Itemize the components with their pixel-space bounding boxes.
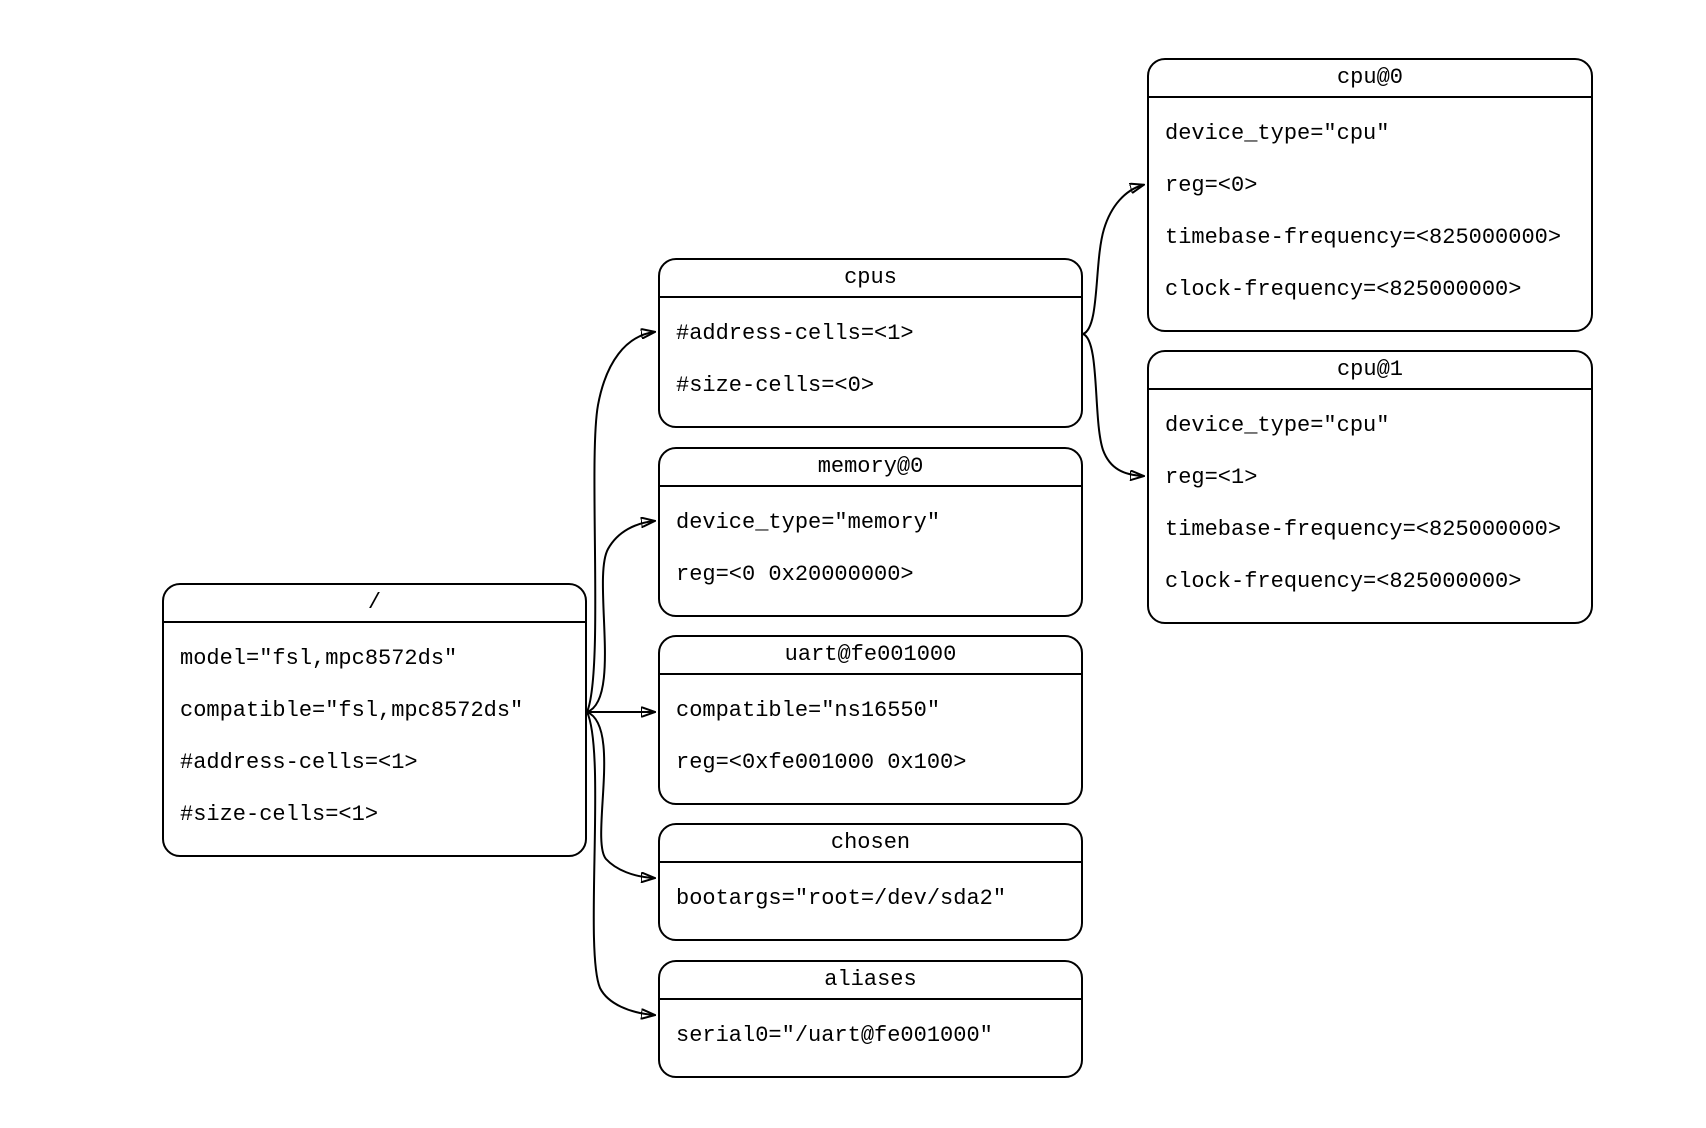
node-property: #size-cells=<0> bbox=[676, 373, 875, 398]
edge-root-to-memory bbox=[586, 521, 654, 713]
node-chosen-body: bootargs="root=/dev/sda2" bbox=[660, 863, 1081, 939]
node-cpu1: cpu@1 device_type="cpu" reg=<1> timebase… bbox=[1147, 350, 1593, 624]
node-root-body: model="fsl,mpc8572ds" compatible="fsl,mp… bbox=[164, 623, 585, 855]
node-cpu1-title: cpu@1 bbox=[1149, 352, 1591, 390]
node-property: reg=<0> bbox=[1165, 173, 1258, 198]
edge-cpus-to-cpu0 bbox=[1082, 185, 1143, 335]
node-property: device_type="memory" bbox=[676, 510, 941, 535]
node-aliases: aliases serial0="/uart@fe001000" bbox=[658, 960, 1083, 1078]
node-property: clock-frequency=<825000000> bbox=[1165, 569, 1522, 594]
node-property: device_type="cpu" bbox=[1165, 413, 1390, 438]
node-property: timebase-frequency=<825000000> bbox=[1165, 225, 1562, 250]
node-property: serial0="/uart@fe001000" bbox=[676, 1023, 993, 1048]
node-cpu0-title: cpu@0 bbox=[1149, 60, 1591, 98]
node-property: compatible="ns16550" bbox=[676, 698, 941, 723]
node-property: #address-cells=<1> bbox=[676, 321, 914, 346]
node-aliases-title: aliases bbox=[660, 962, 1081, 1000]
node-uart: uart@fe001000 compatible="ns16550" reg=<… bbox=[658, 635, 1083, 805]
edge-root-to-chosen bbox=[586, 711, 654, 878]
node-property: compatible="fsl,mpc8572ds" bbox=[180, 698, 524, 723]
edge-root-to-cpus bbox=[586, 332, 654, 713]
node-property: #address-cells=<1> bbox=[180, 750, 418, 775]
node-cpus-body: #address-cells=<1> #size-cells=<0> bbox=[660, 298, 1081, 426]
node-chosen-title: chosen bbox=[660, 825, 1081, 863]
node-cpu1-body: device_type="cpu" reg=<1> timebase-frequ… bbox=[1149, 390, 1591, 622]
node-property: reg=<1> bbox=[1165, 465, 1258, 490]
node-chosen: chosen bootargs="root=/dev/sda2" bbox=[658, 823, 1083, 941]
node-memory: memory@0 device_type="memory" reg=<0 0x2… bbox=[658, 447, 1083, 617]
node-property: #size-cells=<1> bbox=[180, 802, 379, 827]
node-root-title: / bbox=[164, 585, 585, 623]
node-memory-body: device_type="memory" reg=<0 0x20000000> bbox=[660, 487, 1081, 615]
node-uart-title: uart@fe001000 bbox=[660, 637, 1081, 675]
node-cpu0: cpu@0 device_type="cpu" reg=<0> timebase… bbox=[1147, 58, 1593, 332]
node-property: timebase-frequency=<825000000> bbox=[1165, 517, 1562, 542]
node-cpus: cpus #address-cells=<1> #size-cells=<0> bbox=[658, 258, 1083, 428]
node-aliases-body: serial0="/uart@fe001000" bbox=[660, 1000, 1081, 1076]
node-cpus-title: cpus bbox=[660, 260, 1081, 298]
edge-root-to-aliases bbox=[586, 711, 654, 1015]
node-property: model="fsl,mpc8572ds" bbox=[180, 646, 458, 671]
node-property: reg=<0 0x20000000> bbox=[676, 562, 914, 587]
node-property: bootargs="root=/dev/sda2" bbox=[676, 886, 1007, 911]
edge-cpus-to-cpu1 bbox=[1082, 333, 1143, 476]
node-property: device_type="cpu" bbox=[1165, 121, 1390, 146]
node-property: clock-frequency=<825000000> bbox=[1165, 277, 1522, 302]
node-property: reg=<0xfe001000 0x100> bbox=[676, 750, 967, 775]
node-memory-title: memory@0 bbox=[660, 449, 1081, 487]
node-root: / model="fsl,mpc8572ds" compatible="fsl,… bbox=[162, 583, 587, 857]
node-uart-body: compatible="ns16550" reg=<0xfe001000 0x1… bbox=[660, 675, 1081, 803]
node-cpu0-body: device_type="cpu" reg=<0> timebase-frequ… bbox=[1149, 98, 1591, 330]
